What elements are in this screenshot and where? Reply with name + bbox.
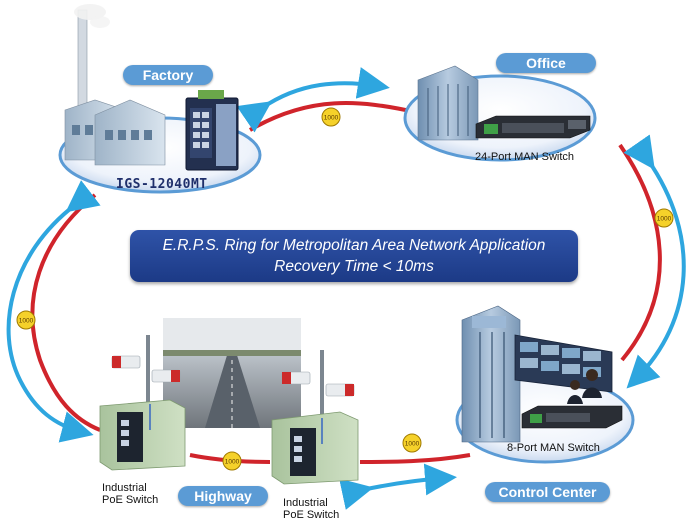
speed-badge-bottom-left: 1000 xyxy=(222,451,242,471)
right-cabinet xyxy=(271,411,359,485)
speed-badge-right: 1000 xyxy=(654,208,674,228)
control-center-device-caption: 8-Port MAN Switch xyxy=(507,442,600,454)
speed-badge-left: 1000 xyxy=(16,310,36,330)
factory-site xyxy=(58,4,262,194)
svg-text:1000: 1000 xyxy=(225,459,240,466)
svg-text:1000: 1000 xyxy=(19,318,34,325)
speed-badge-bottom-right: 1000 xyxy=(402,433,422,453)
man-switch-24-port-icon xyxy=(475,115,591,139)
highway-right-switch-caption: Industrial PoE Switch xyxy=(283,497,339,521)
left-camera-pole xyxy=(111,335,181,415)
speed-badge-top: 1000 xyxy=(321,107,341,127)
factory-device-model: IGS-12040MT xyxy=(116,177,208,192)
banner-subtitle: Recovery Time < 10ms xyxy=(274,258,434,275)
right-camera-pole xyxy=(281,350,355,420)
erps-banner: E.R.P.S. Ring for Metropolitan Area Netw… xyxy=(130,230,578,282)
highway-label: Highway xyxy=(178,486,268,506)
svg-text:1000: 1000 xyxy=(324,115,339,122)
office-device-caption: 24-Port MAN Switch xyxy=(475,151,575,163)
industrial-switch-icon xyxy=(185,90,239,171)
office-site xyxy=(403,65,597,162)
svg-text:1000: 1000 xyxy=(657,216,672,223)
banner-title: E.R.P.S. Ring for Metropolitan Area Netw… xyxy=(162,237,546,254)
svg-text:1000: 1000 xyxy=(405,441,420,448)
factory-label: Factory xyxy=(123,65,213,85)
operator-icon xyxy=(567,369,602,404)
highway-left-switch-caption: Industrial PoE Switch xyxy=(102,482,158,506)
tower-building-icon xyxy=(461,305,521,443)
man-switch-8-port-icon xyxy=(521,405,623,429)
highway-right-caption-line2: PoE Switch xyxy=(283,509,340,521)
redundancy-arrows xyxy=(6,67,686,510)
highway-left-caption-line1: Industrial xyxy=(102,482,147,494)
highway-right-caption-line1: Industrial xyxy=(283,497,328,509)
highway-left-caption-line2: PoE Switch xyxy=(102,494,159,506)
office-building-icon xyxy=(417,65,479,141)
control-center-label: Control Center xyxy=(485,482,610,502)
control-center-site xyxy=(455,305,635,464)
highway-photo xyxy=(163,318,301,428)
office-label: Office xyxy=(496,53,596,73)
factory-building-icon xyxy=(64,4,166,166)
left-cabinet xyxy=(99,399,186,471)
